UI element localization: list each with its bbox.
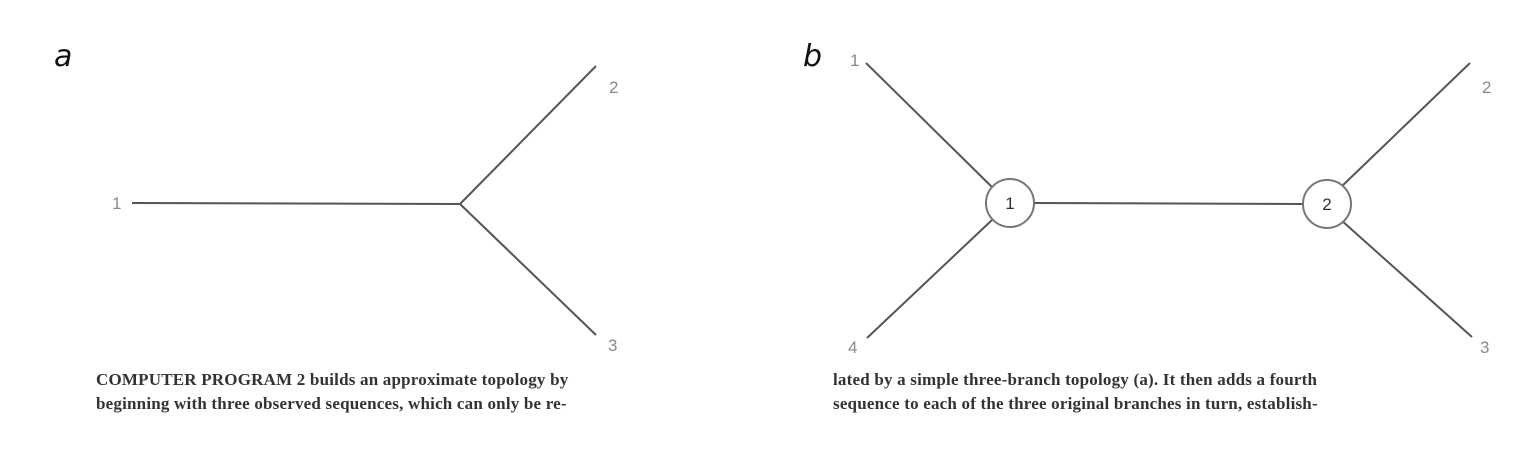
panel-a-letter: a xyxy=(54,39,72,74)
branch-a-3 xyxy=(459,203,597,336)
leaf-b-4: 4 xyxy=(848,338,857,357)
caption-right-line-1: lated by a simple three-branch topology … xyxy=(833,370,1318,389)
panel-a-tree: a 1 2 3 xyxy=(54,39,618,355)
panel-b-tree: b 1 2 1 2 3 4 xyxy=(803,39,1491,357)
node-b-1: 1 xyxy=(985,178,1035,228)
branch-b-4 xyxy=(866,219,993,339)
caption-right-line-2: sequence to each of the three original b… xyxy=(833,394,1318,413)
leaf-a-2: 2 xyxy=(609,78,618,97)
caption-right: lated by a simple three-branch topology … xyxy=(833,368,1533,416)
leaf-b-3: 3 xyxy=(1480,338,1489,357)
node-b-2-label: 2 xyxy=(1322,195,1331,214)
leaf-a-1: 1 xyxy=(112,194,121,213)
branch-b-1 xyxy=(865,62,994,189)
panel-b: b 1 2 1 2 3 4 xyxy=(770,0,1538,360)
panel-a: a 1 2 3 xyxy=(0,0,760,360)
branch-b-internal xyxy=(1033,202,1305,205)
branch-a-2 xyxy=(459,65,597,205)
caption-left-line-1: COMPUTER PROGRAM 2 builds an approximate… xyxy=(96,370,569,389)
leaf-b-2: 2 xyxy=(1482,78,1491,97)
leaf-b-1: 1 xyxy=(850,51,859,70)
panel-b-letter: b xyxy=(803,39,822,74)
node-b-1-label: 1 xyxy=(1005,194,1014,213)
branch-a-1 xyxy=(131,202,461,205)
branch-b-3 xyxy=(1340,219,1473,338)
caption-left-line-2: beginning with three observed sequences,… xyxy=(96,394,567,413)
node-b-2: 2 xyxy=(1302,179,1352,229)
branch-b-2 xyxy=(1340,62,1471,188)
leaf-a-3: 3 xyxy=(608,336,617,355)
caption-left: COMPUTER PROGRAM 2 builds an approximate… xyxy=(96,368,796,416)
